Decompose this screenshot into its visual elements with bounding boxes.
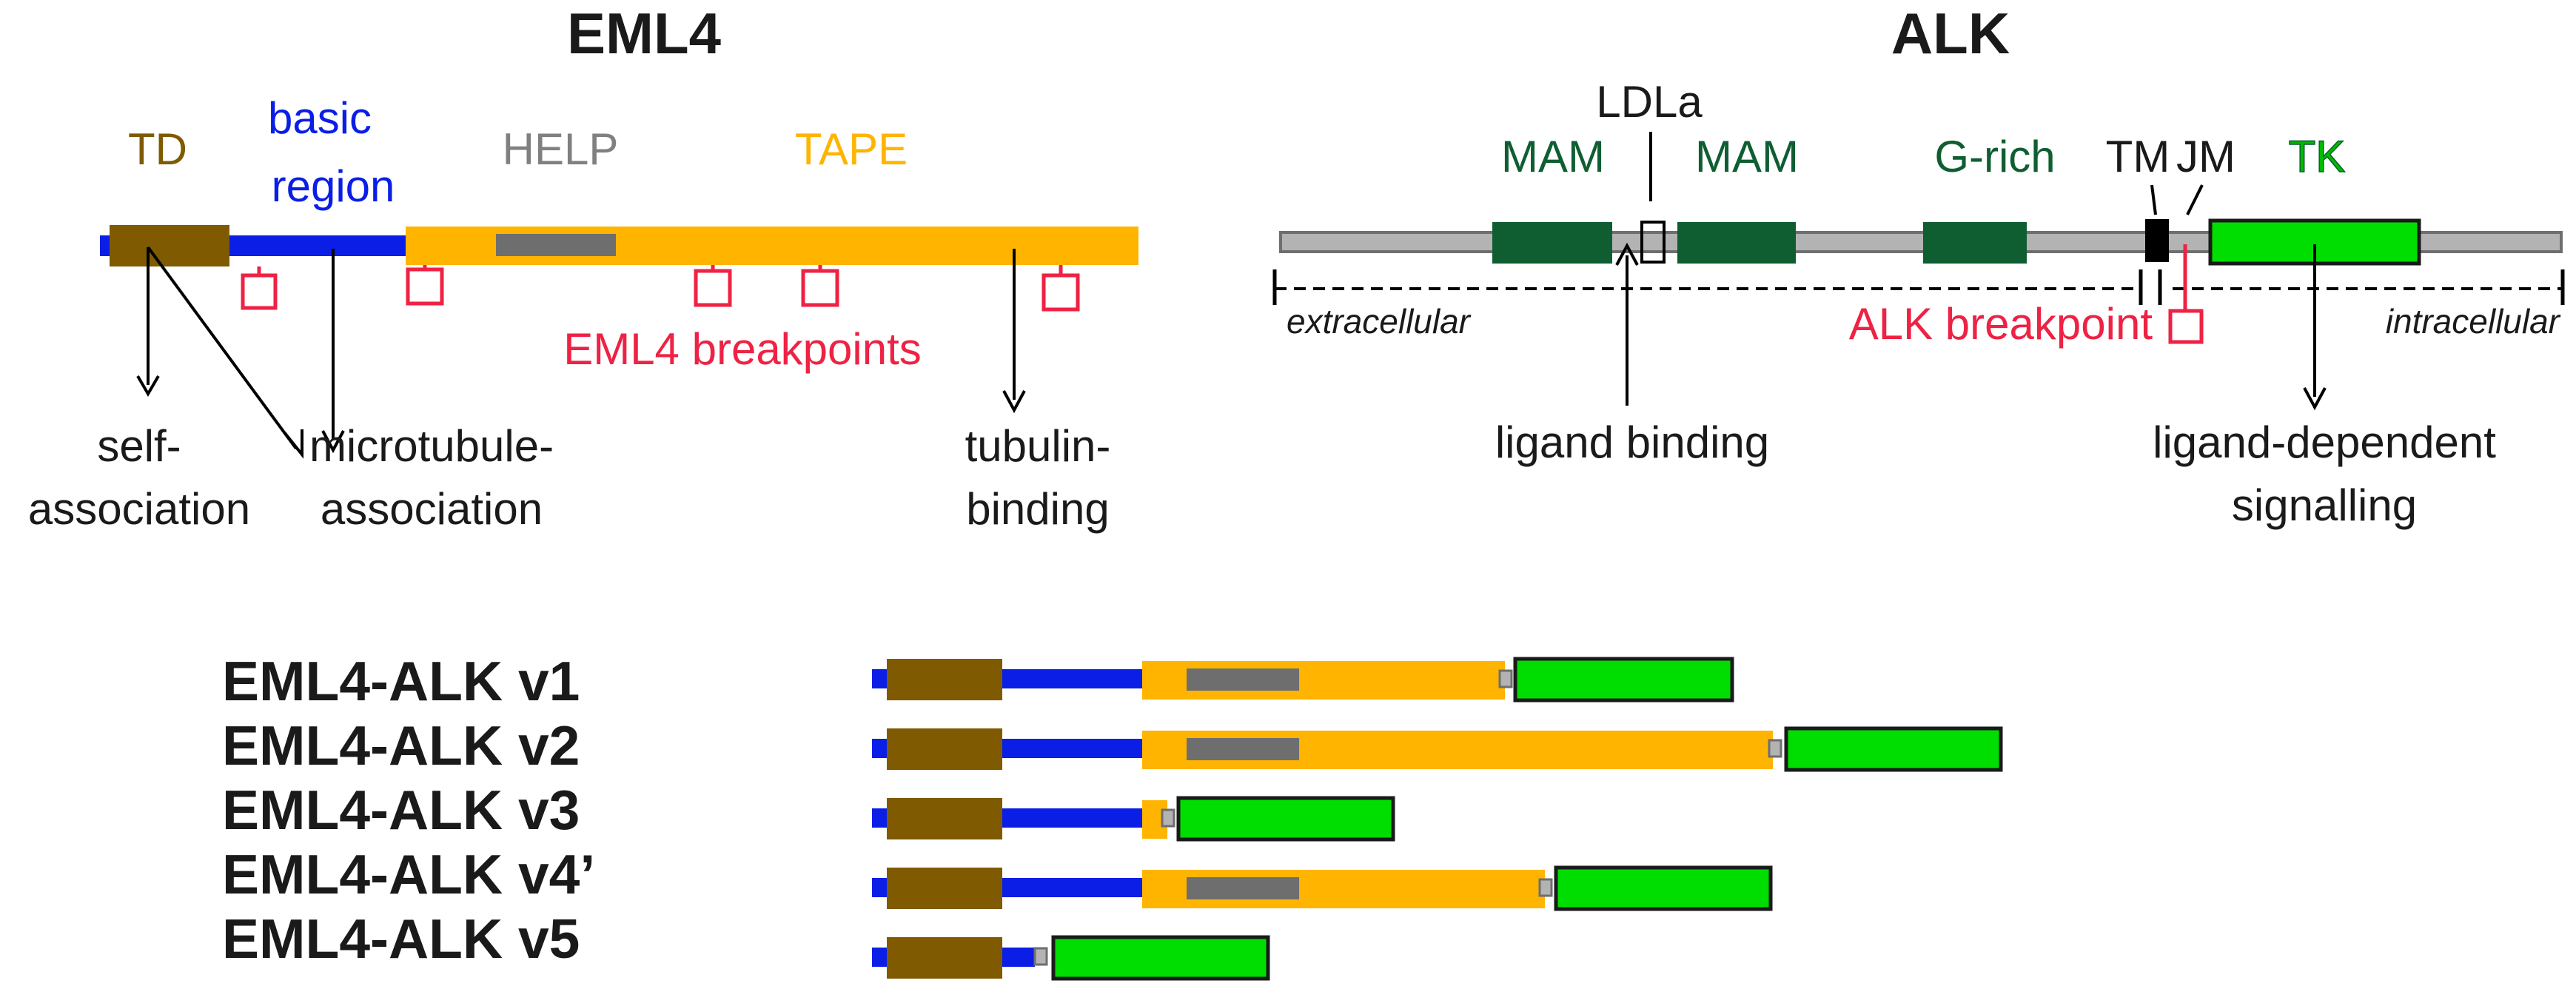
alk-grich-domain [1923, 222, 2027, 264]
microtubule-association-line2: association [321, 484, 543, 534]
help-label: HELP [503, 124, 619, 174]
td-label: TD [128, 124, 187, 174]
signalling-label-line2: signalling [2232, 480, 2417, 530]
signalling-label-line1: ligand-dependent [2153, 418, 2496, 467]
variant-name: EML4-ALK v3 [222, 779, 580, 841]
tubulin-binding-line1: tubulin- [965, 421, 1111, 471]
tm-pointer [2150, 184, 2157, 215]
fusion-variants: EML4-ALK v1 EML4-ALK v2 EML4-ALK v3 [222, 650, 2003, 981]
extracellular-label: extracellular [1287, 302, 1472, 341]
variant-name: EML4-ALK v1 [222, 650, 580, 712]
eml4-breakpoint-markers [241, 265, 1080, 312]
alk-tm-domain [2145, 219, 2169, 262]
eml4-panel: EML4 TD basic region HELP TAPE EML4 brea… [28, 1, 1138, 534]
eml4-breakpoints-label: EML4 breakpoints [563, 324, 922, 374]
basic-label-line2: region [272, 161, 395, 211]
variant-v3-row: EML4-ALK v3 [222, 779, 1395, 842]
tubulin-binding-line2: binding [966, 484, 1110, 534]
tm-label: TM [2106, 132, 2170, 181]
ldla-label: LDLa [1596, 77, 1703, 127]
ligand-binding-label: ligand binding [1495, 418, 1769, 467]
variant-v4-row: EML4-ALK v4’ [222, 843, 1773, 911]
eml4-breakpoint-marker [694, 269, 732, 307]
mam2-label: MAM [1695, 132, 1799, 181]
variant-v1-row: EML4-ALK v1 [222, 650, 1734, 712]
alk-mam1-domain [1492, 222, 1612, 264]
eml4-breakpoint-marker [241, 273, 278, 310]
variant-name: EML4-ALK v5 [222, 908, 580, 970]
jm-label: JM [2176, 132, 2235, 181]
grich-label: G-rich [1934, 132, 2055, 181]
variant-v2-row: EML4-ALK v2 [222, 714, 2003, 777]
microtubule-association-line1: microtubule- [309, 421, 554, 471]
tape-label: TAPE [795, 124, 908, 174]
eml4-breakpoint-marker [406, 267, 444, 306]
mam1-label: MAM [1501, 132, 1605, 181]
basic-label-line1: basic [268, 93, 372, 143]
eml4-td-domain [110, 225, 229, 266]
alk-breakpoint-label: ALK breakpoint [1849, 299, 2153, 349]
alk-ldla-domain [1640, 221, 1666, 264]
alk-mam2-domain [1677, 222, 1796, 264]
intracellular-label: intracellular [2386, 302, 2561, 341]
eml4-help-domain [496, 234, 616, 256]
self-association-line2: association [28, 484, 250, 534]
variant-name: EML4-ALK v2 [222, 714, 580, 777]
alk-panel: ALK LDLa MAM MAM G-rich TM JM TK extrace… [1272, 1, 2565, 530]
eml4-function-arrows [136, 246, 1026, 459]
eml4-breakpoint-marker [1042, 273, 1080, 312]
variant-name: EML4-ALK v4’ [222, 843, 595, 905]
self-association-line1: self- [97, 421, 181, 471]
alk-title: ALK [1891, 1, 2010, 66]
eml4-title: EML4 [567, 1, 721, 66]
jm-pointer [2186, 184, 2204, 215]
alk-function-arrows [1615, 242, 2327, 411]
alk-breakpoint-marker [2168, 309, 2204, 344]
tk-label: TK [2289, 132, 2346, 181]
variant-v5-row: EML4-ALK v5 [222, 908, 1270, 981]
eml4-breakpoint-marker [801, 269, 839, 307]
membrane-brackets [1272, 269, 2565, 305]
